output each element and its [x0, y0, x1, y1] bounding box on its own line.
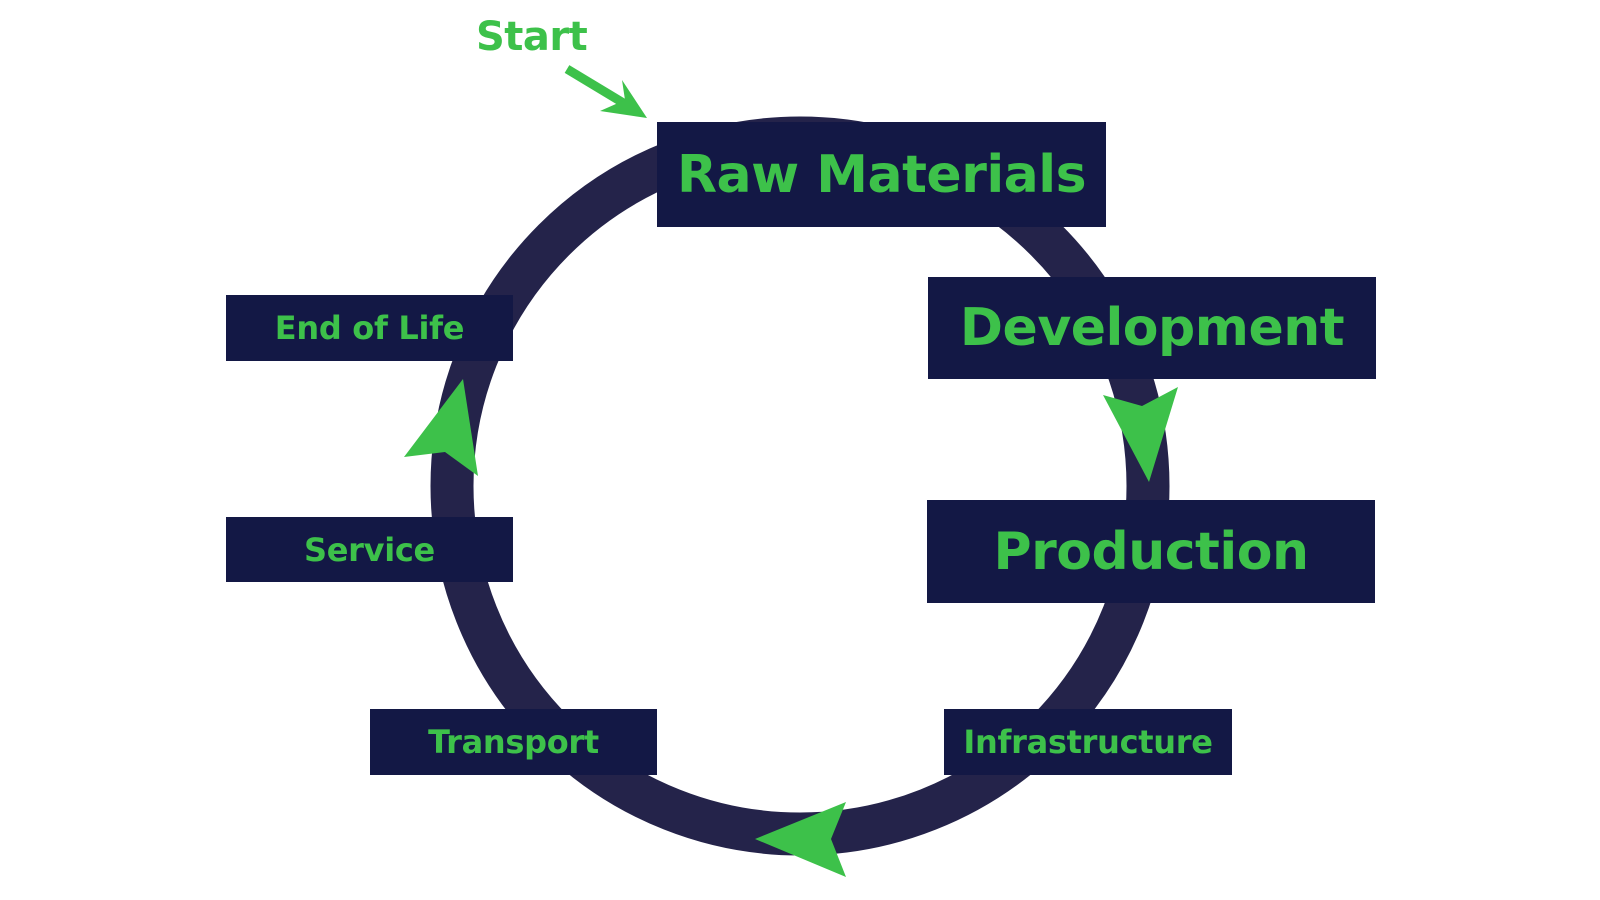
stage-service: Service — [226, 517, 513, 582]
stage-transport: Transport — [370, 709, 657, 775]
stage-infrastructure: Infrastructure — [944, 709, 1232, 775]
stage-development: Development — [928, 277, 1376, 379]
stage-production: Production — [927, 500, 1375, 603]
start-arrow-icon — [564, 65, 647, 118]
stage-label: End of Life — [274, 309, 465, 347]
stage-label: Transport — [428, 723, 599, 761]
stage-label: Development — [959, 298, 1345, 358]
stage-label: Raw Materials — [676, 144, 1087, 205]
flow-arrow-up-icon — [404, 379, 478, 476]
flow-arrow-left-icon — [755, 802, 846, 877]
stage-label: Production — [993, 521, 1309, 582]
start-label: Start — [476, 14, 588, 60]
stage-raw-materials: Raw Materials — [657, 122, 1106, 227]
stage-label: Service — [304, 530, 435, 569]
stage-label: Infrastructure — [963, 723, 1213, 761]
flow-arrow-down-icon — [1103, 387, 1178, 482]
stage-end-of-life: End of Life — [226, 295, 513, 361]
